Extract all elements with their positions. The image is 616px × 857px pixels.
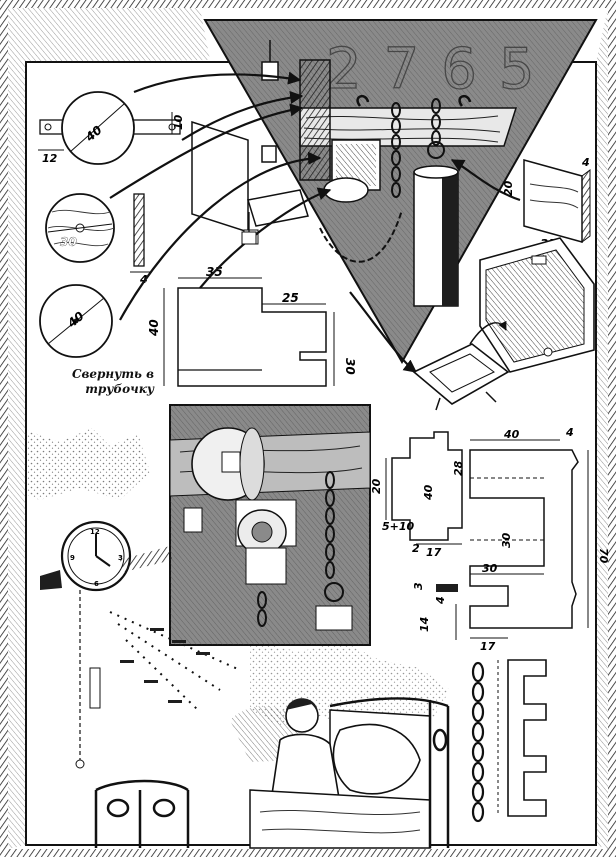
dim-pattern-total: 70 — [597, 548, 610, 564]
chain-left — [319, 102, 403, 263]
disc-40-with-bracket: 40 10 12 — [38, 91, 185, 165]
dim-pattern-lower: 30 — [482, 562, 498, 575]
chain-assembly — [471, 659, 547, 823]
dim-pattern-top: 40 — [503, 428, 520, 441]
dim-sheet-tab: 25 — [282, 291, 299, 305]
dim-disc2: 30 — [60, 235, 77, 249]
dim-pattern-tab-b: 4 — [434, 596, 447, 605]
box-bracket — [479, 237, 595, 373]
svg-text:12: 12 — [90, 528, 100, 536]
svg-text:9: 9 — [70, 554, 75, 562]
torn-edge-left — [26, 428, 150, 500]
dim-clip-depth: 4 — [581, 156, 590, 169]
dim-bracket-width: 10 — [172, 114, 185, 130]
dim-rod: 4 — [139, 273, 148, 286]
tray-part — [412, 320, 510, 411]
svg-text:3: 3 — [118, 554, 123, 562]
dim-pattern-mid: 30 — [500, 532, 513, 548]
dim-pattern-side: 28 — [452, 460, 465, 476]
bracket-pattern: 20 40 5+10 2 17 40 4 28 30 70 30 3 4 14 … — [370, 426, 610, 653]
note-line-1: Свернуть в — [71, 367, 154, 381]
dim-pattern-foot: 17 — [480, 640, 496, 653]
hanging-weights — [241, 212, 257, 245]
dim-pattern-slot: 5+10 — [382, 520, 415, 533]
watermark-digits: 2765 — [326, 37, 557, 102]
disc-40: 40 — [39, 284, 113, 358]
dim-sheet-side: 30 — [343, 358, 357, 375]
dim-clip-height: 20 — [502, 180, 515, 196]
dim-pattern-edge: 4 — [565, 426, 574, 439]
dim-pattern-left: 20 — [370, 478, 383, 494]
rod: 4 — [130, 193, 150, 286]
svg-text:6: 6 — [94, 580, 99, 588]
dim-sheet-height: 40 — [147, 319, 161, 337]
sheet-pattern: 35 40 25 30 — [147, 265, 357, 387]
dim-pattern-bottom: 14 — [418, 617, 431, 632]
boy-in-bed-scene — [94, 697, 450, 849]
dim-pattern-base: 17 — [426, 546, 442, 559]
dim-pattern-inner: 40 — [422, 484, 435, 501]
wall-clock-scene: 12 3 6 9 — [40, 520, 241, 769]
dim-pattern-tab-a: 3 — [412, 582, 425, 590]
dim-pattern-step: 2 — [412, 542, 420, 555]
note-line-2: трубочку — [85, 382, 154, 396]
dim-bracket-offset: 12 — [42, 152, 58, 165]
disc-30-wood: 30 — [45, 193, 115, 263]
roll-instruction-note: Свернуть в трубочку — [34, 367, 154, 397]
mechanism-detail-panel — [169, 404, 371, 646]
chain-right — [431, 98, 441, 146]
assembly-arrows — [109, 71, 521, 373]
